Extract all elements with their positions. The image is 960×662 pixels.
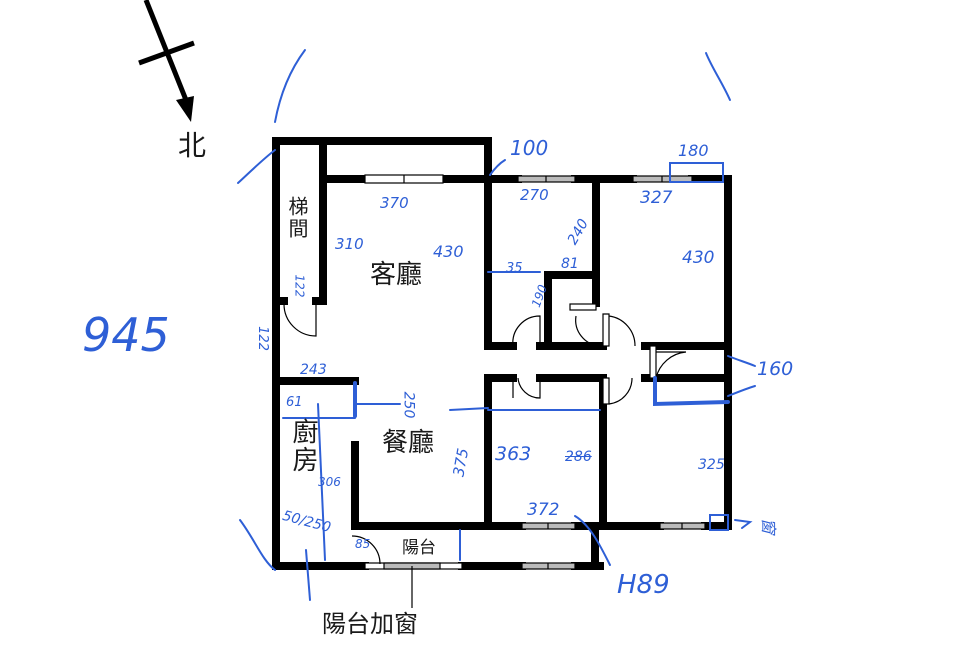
annotation-living-right: 430: [433, 242, 464, 261]
annotation-right-note: 窗: [759, 517, 779, 535]
annotation-kitchen-top: 243: [300, 362, 327, 378]
room-label-dining-room: 餐廳: [382, 428, 435, 458]
annotation-balcony-height: H89: [617, 570, 670, 600]
windows: [364, 174, 706, 570]
annotation-total-width: 945: [82, 308, 170, 362]
annotation-top-corner: 100: [510, 136, 549, 160]
compass-label: 北: [178, 129, 207, 162]
annotation-bed2-side: 363: [495, 443, 532, 465]
annotation-master-top: 327: [640, 188, 673, 208]
room-label-stairwell: 梯間: [285, 196, 309, 240]
annotation-bed2-bottom: 372: [527, 500, 560, 520]
room-label-balcony: 陽台: [402, 538, 436, 558]
annotation-living-top: 370: [380, 194, 409, 212]
walls: [272, 137, 732, 570]
callout-balcony-window: 陽台加窗: [322, 610, 418, 638]
annotation-bath-a: 35: [506, 261, 523, 276]
annotation-dining-top: 250: [400, 391, 417, 419]
annotation-kitchen-61: 61: [286, 395, 303, 410]
doors: [283, 301, 687, 565]
annotation-master-window: 180: [678, 141, 709, 160]
annotation-bed1-top: 270: [520, 186, 549, 204]
annotation-door-85: 85: [355, 537, 371, 551]
annotation-stair-122b: 122: [254, 326, 270, 351]
annotation-stair-122a: 122: [292, 274, 307, 298]
room-label-living-room: 客廳: [370, 260, 423, 290]
annotation-bed2-right: 286: [565, 449, 592, 465]
annotation-bed3-side: 325: [698, 457, 725, 473]
north-arrow-icon: [138, 0, 195, 122]
annotation-living-left: 310: [335, 235, 364, 253]
handwritten-marks: [237, 49, 756, 601]
annotation-master-side: 430: [682, 248, 715, 268]
annotation-corridor-160: 160: [757, 358, 794, 380]
annotation-bath-b: 81: [561, 256, 579, 272]
room-label-kitchen: 廚房: [288, 418, 318, 474]
annotation-kitchen-side: 306: [318, 475, 341, 489]
